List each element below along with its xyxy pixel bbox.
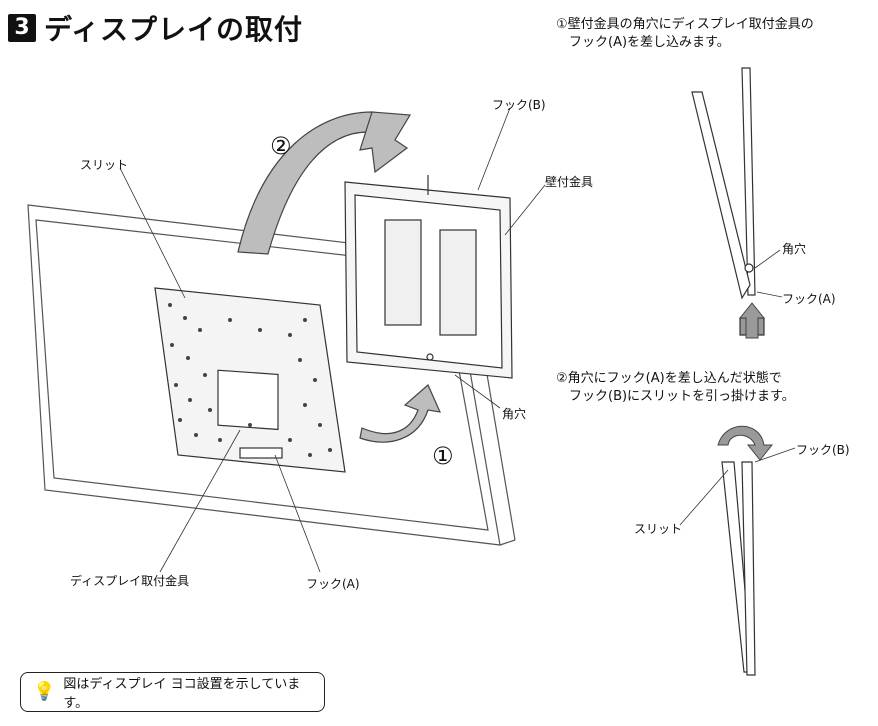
side-view-2 — [721, 461, 756, 676]
step-marker-1: ① — [432, 442, 454, 470]
page-title: 3 ディスプレイの取付 — [8, 8, 303, 48]
footer-text: 図はディスプレイ ヨコ設置を示しています。 — [63, 677, 301, 711]
label-hook-a-main: フック(A) — [306, 577, 360, 591]
display-bracket — [154, 287, 346, 473]
step1-instruction: ①壁付金具の角穴にディスプレイ取付金具の フック(A)を差し込みます。 — [556, 17, 814, 50]
rotate-arrow — [717, 425, 774, 461]
curved-arrow-1 — [359, 384, 442, 443]
label-hook-b-side: フック(B) — [796, 443, 850, 457]
label-square-hole-side: 角穴 — [782, 242, 807, 256]
lightbulb-icon: 💡 — [33, 681, 56, 702]
footer-note: 💡 図はディスプレイ ヨコ設置を示しています。 — [20, 672, 325, 712]
label-slit-side: スリット — [634, 522, 683, 536]
label-wall-bracket: 壁付金具 — [545, 175, 594, 189]
label-hook-a-side: フック(A) — [782, 292, 836, 306]
up-arrow — [738, 302, 766, 339]
step-number-badge: 3 — [8, 14, 36, 42]
step2-instruction: ②角穴にフック(A)を差し込んだ状態で フック(B)にスリットを引っ掛けます。 — [556, 371, 795, 404]
wall-bracket — [344, 175, 513, 379]
label-slit-left: スリット — [80, 158, 129, 172]
label-display-bracket: ディスプレイ取付金具 — [70, 574, 190, 588]
label-hook-b-top: フック(B) — [492, 98, 546, 112]
leader-lines — [119, 107, 546, 573]
side-view-1 — [691, 67, 765, 336]
title-text: ディスプレイの取付 — [44, 13, 304, 46]
curved-arrow-2 — [237, 111, 412, 255]
label-square-hole-main: 角穴 — [502, 407, 527, 421]
step-marker-2: ② — [270, 132, 292, 160]
